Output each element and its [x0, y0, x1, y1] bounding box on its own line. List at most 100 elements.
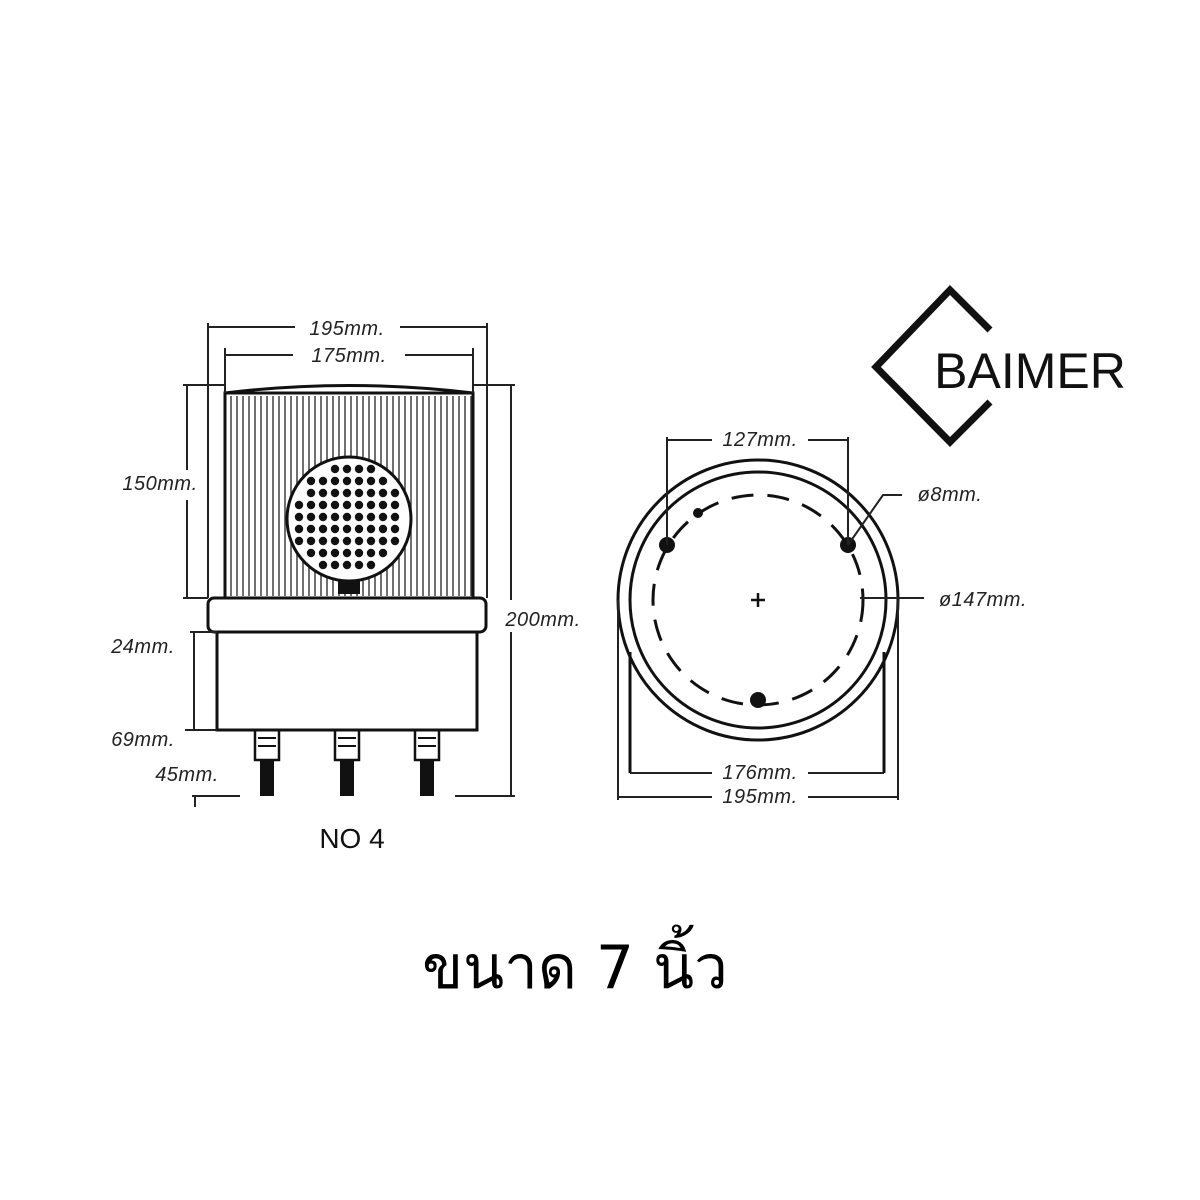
led-dot [342, 500, 352, 510]
inner-ring [628, 470, 888, 730]
led-dot [318, 488, 328, 498]
top-view: 127mm. ø8mm. ø147mm. 176mm. 195mm. [616, 429, 1027, 808]
led-dot [342, 536, 352, 546]
leader-hole [847, 494, 902, 546]
led-dot [342, 524, 352, 534]
led-dot [294, 500, 304, 510]
led-dot [306, 548, 316, 558]
led-dot [390, 524, 400, 534]
center-mark [751, 593, 765, 607]
led-dot [330, 536, 340, 546]
led-dot [366, 548, 376, 558]
dim-outer-width [617, 600, 899, 800]
dim-cable-length-label: 45mm. [155, 764, 219, 786]
led-dot [330, 512, 340, 522]
led-dot [342, 464, 352, 474]
dome-top [224, 384, 474, 395]
led-dot [390, 500, 400, 510]
led-dot [378, 500, 388, 510]
led-dot [330, 500, 340, 510]
led-dot [306, 500, 316, 510]
led-dot [306, 488, 316, 498]
led-dot [378, 548, 388, 558]
led-dot [342, 548, 352, 558]
led-dot [366, 512, 376, 522]
led-dot [330, 560, 340, 570]
led-dot [294, 512, 304, 522]
dim-hole-spacing-label: 127mm. [722, 429, 797, 451]
dim-hole-diameter-label: ø8mm. [918, 484, 983, 506]
cable-gland-right [413, 728, 441, 796]
led-dot [342, 476, 352, 486]
dim-dome-height-label: 150mm. [122, 473, 197, 495]
dim-overall-width [207, 323, 488, 598]
dim-outer-width-label: 195mm. [722, 786, 797, 808]
led-dot [366, 536, 376, 546]
dim-hole-spacing [666, 437, 849, 545]
led-dot [318, 536, 328, 546]
led-dot [390, 536, 400, 546]
grille-stand [338, 580, 360, 594]
led-dot [354, 548, 364, 558]
mount-hole-bottom [750, 692, 766, 708]
led-dot [354, 536, 364, 546]
led-dot [342, 560, 352, 570]
led-dot [366, 524, 376, 534]
brand-logo: BAIMER [871, 285, 1126, 447]
led-dot [330, 524, 340, 534]
led-dot [342, 488, 352, 498]
led-dot [354, 464, 364, 474]
led-dot [306, 536, 316, 546]
cable-gland-left [253, 728, 281, 796]
led-dot [330, 464, 340, 474]
dim-dome-width-label: 175mm. [311, 345, 386, 367]
led-dot [294, 524, 304, 534]
led-dot [318, 560, 328, 570]
led-dot [354, 512, 364, 522]
led-dot [378, 536, 388, 546]
led-dot [390, 488, 400, 498]
led-dot [318, 512, 328, 522]
model-label: NO 4 [319, 823, 384, 854]
base-lip [206, 596, 488, 634]
led-dot [306, 512, 316, 522]
led-dot [330, 548, 340, 558]
side-view: 195mm. 175mm. 150mm. 24mm. 69mm. [110, 318, 580, 854]
small-hole [693, 508, 703, 518]
dim-inner-width-label: 176mm. [722, 762, 797, 784]
led-dot [366, 500, 376, 510]
led-dot [378, 488, 388, 498]
led-dot [330, 488, 340, 498]
brand-name: BAIMER [934, 343, 1126, 399]
dim-dome-height [183, 384, 225, 599]
led-dot [366, 488, 376, 498]
led-dot [354, 560, 364, 570]
cable-gland-middle [333, 728, 361, 796]
led-dots [294, 464, 400, 570]
led-dot [366, 464, 376, 474]
led-dot [354, 476, 364, 486]
dim-total-height [455, 384, 515, 797]
led-dot [378, 476, 388, 486]
led-dot [378, 512, 388, 522]
dim-total-height-label: 200mm. [504, 609, 580, 631]
size-caption: ขนาด 7 นิ้ว [422, 924, 728, 1003]
dim-overall-width-label: 195mm. [309, 318, 384, 340]
led-dot [318, 524, 328, 534]
base-body [215, 630, 479, 732]
logo-diamond [871, 285, 993, 447]
led-dot [354, 488, 364, 498]
dim-base [185, 631, 217, 731]
led-dot [354, 500, 364, 510]
led-dot [366, 560, 376, 570]
dim-bolt-circle-label: ø147mm. [939, 589, 1027, 611]
led-dot [330, 476, 340, 486]
led-dot [318, 500, 328, 510]
led-dot [354, 524, 364, 534]
dim-cable [192, 795, 240, 807]
led-dot [378, 524, 388, 534]
led-dot [318, 548, 328, 558]
led-dot [318, 476, 328, 486]
led-dot [306, 476, 316, 486]
